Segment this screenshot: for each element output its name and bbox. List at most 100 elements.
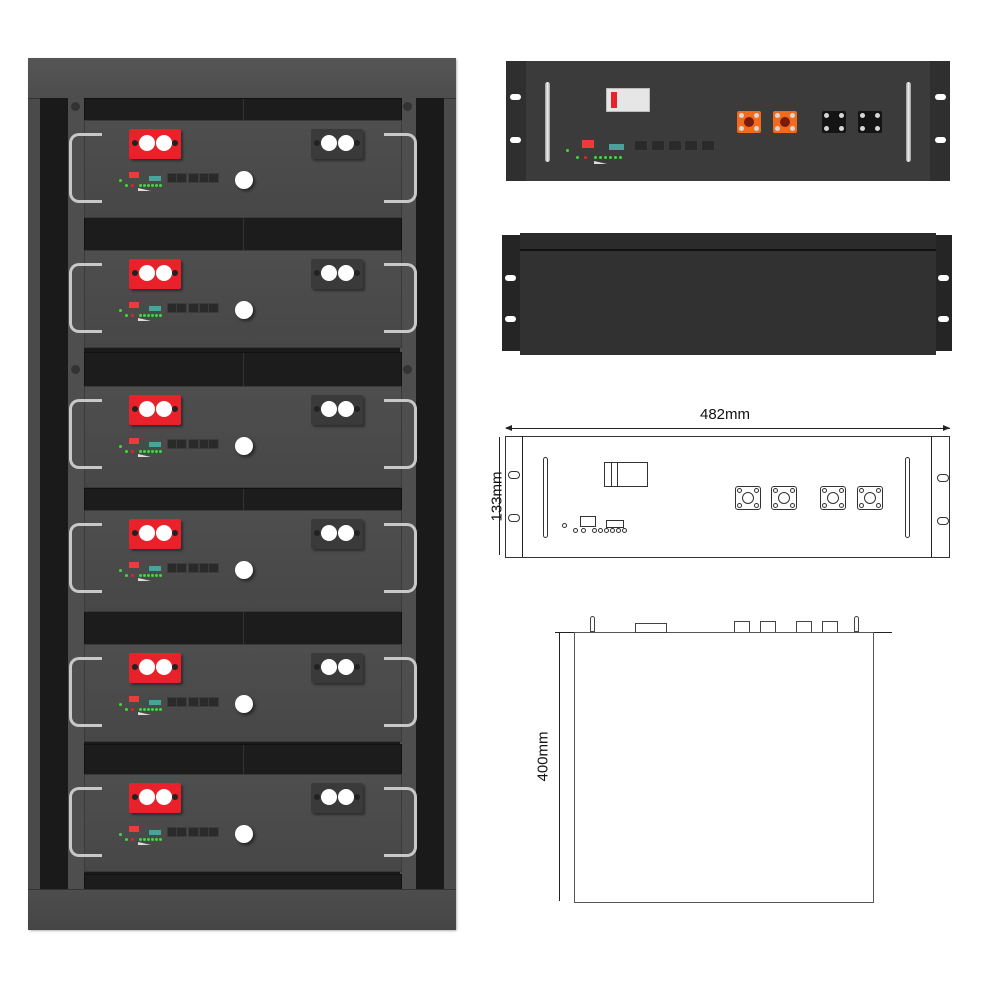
blank-panel <box>84 98 402 122</box>
teal-indicator <box>609 144 624 150</box>
soc-led <box>151 314 154 317</box>
red-indicator <box>129 302 139 308</box>
mount-hole <box>510 137 521 143</box>
status-led <box>125 450 128 453</box>
soc-led <box>143 450 146 453</box>
negative-terminal <box>311 259 363 289</box>
soc-triangle-icon <box>138 454 151 457</box>
side-dimension-drawing: 400mm <box>520 610 900 910</box>
rj45-port <box>176 563 187 573</box>
terminal-outline <box>857 486 883 510</box>
module-handle-right <box>384 399 417 469</box>
handle-profile <box>854 616 859 632</box>
rj45-port <box>208 563 219 573</box>
status-led <box>125 838 128 841</box>
red-indicator <box>129 562 139 568</box>
soc-led <box>147 184 150 187</box>
soc-led <box>155 184 158 187</box>
rj45-port <box>188 827 199 837</box>
left-mounting-ear <box>506 61 526 181</box>
blank-divider <box>243 353 244 387</box>
rear-left-ear <box>502 235 520 351</box>
module-handle-left <box>69 657 102 727</box>
terminal-profile <box>796 621 812 632</box>
red-indicator <box>582 140 594 148</box>
terminal-outline <box>820 486 846 510</box>
front-handle-left <box>545 82 550 162</box>
soc-led <box>151 184 154 187</box>
mount-slot <box>937 474 949 482</box>
rj45-port <box>176 697 187 707</box>
power-button <box>235 561 253 579</box>
led-outline <box>562 523 567 528</box>
led-outline <box>573 528 578 533</box>
arrow-left-icon <box>505 425 512 431</box>
battery-module <box>69 774 417 872</box>
soc-led <box>147 574 150 577</box>
soc-led <box>143 708 146 711</box>
negative-terminal <box>311 129 363 159</box>
rj45-port <box>188 563 199 573</box>
rj45-port <box>176 439 187 449</box>
positive-terminal <box>129 653 181 683</box>
module-handle-right <box>384 133 417 203</box>
blank-divider <box>243 745 244 775</box>
soc-triangle-icon <box>138 318 151 321</box>
negative-terminal <box>311 783 363 813</box>
status-led <box>119 445 122 448</box>
soc-led <box>604 156 607 159</box>
teal-indicator <box>149 700 161 705</box>
positive-terminal <box>129 259 181 289</box>
soc-led <box>155 314 158 317</box>
soc-led <box>143 838 146 841</box>
alarm-led <box>584 156 587 159</box>
soc-led <box>139 708 142 711</box>
module-handle-left <box>69 399 102 469</box>
battery-module <box>69 120 417 218</box>
teal-indicator <box>149 306 161 311</box>
mount-hole <box>938 275 949 281</box>
rack-cabinet <box>28 58 456 930</box>
positive-power-connector <box>773 111 797 133</box>
right-mounting-ear <box>930 61 950 181</box>
soc-triangle-icon <box>138 842 151 845</box>
blank-divider <box>243 611 244 645</box>
soc-led <box>159 574 162 577</box>
mount-hole <box>938 316 949 322</box>
teal-indicator <box>149 830 161 835</box>
negative-power-connector <box>858 111 882 133</box>
depth-dimension-label: 400mm <box>534 731 552 782</box>
indicator-outline <box>606 520 624 528</box>
led-outline <box>581 528 586 533</box>
led-outline <box>604 528 609 533</box>
battery-rear-view <box>502 233 952 355</box>
breaker-toggle <box>611 92 617 108</box>
alarm-led <box>131 184 134 187</box>
rj45-port <box>176 303 187 313</box>
width-dimension-label: 482mm <box>699 406 751 423</box>
power-button <box>235 437 253 455</box>
handle-outline-right <box>905 457 910 538</box>
soc-led <box>143 184 146 187</box>
alarm-led <box>131 450 134 453</box>
soc-led <box>159 450 162 453</box>
rj45-port <box>188 303 199 313</box>
alarm-led <box>131 708 134 711</box>
soc-led <box>159 708 162 711</box>
terminal-profile <box>760 621 776 632</box>
mount-hole <box>935 94 946 100</box>
soc-led <box>599 156 602 159</box>
status-led <box>125 184 128 187</box>
module-handle-right <box>384 657 417 727</box>
blank-panel <box>84 352 402 388</box>
battery-module <box>69 510 417 612</box>
red-indicator <box>129 826 139 832</box>
cabinet-base <box>28 889 456 930</box>
module-handle-right <box>384 263 417 333</box>
soc-led <box>155 708 158 711</box>
mount-hole <box>935 137 946 143</box>
depth-dimension-line <box>559 633 560 901</box>
status-led <box>119 703 122 706</box>
led-outline <box>592 528 597 533</box>
rj45-port <box>208 697 219 707</box>
